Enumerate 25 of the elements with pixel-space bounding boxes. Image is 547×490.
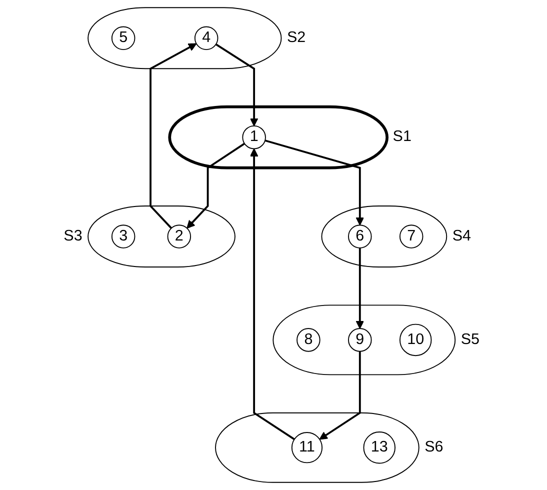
arrow <box>215 43 258 126</box>
node-circle: 13 <box>363 431 396 464</box>
node-circle: 9 <box>348 328 372 352</box>
node-label: S5 <box>460 331 480 348</box>
node-label: S3 <box>64 228 82 244</box>
node-circle: 6 <box>348 224 372 248</box>
node-circle: 8 <box>296 328 320 352</box>
node-circle: 1 <box>242 125 266 150</box>
node-circle: 4 <box>194 26 218 50</box>
arrow <box>356 248 364 329</box>
arrow <box>250 148 295 440</box>
node-label: S6 <box>424 439 444 456</box>
node-label: S2 <box>286 30 306 46</box>
node-circle: 7 <box>399 224 424 248</box>
node-circle: 3 <box>111 224 136 248</box>
node-circle: 2 <box>167 224 192 248</box>
arrow <box>319 351 361 440</box>
node-circle: 11 <box>291 432 323 464</box>
node-label: S1 <box>392 128 412 145</box>
arrow <box>264 140 364 226</box>
node-circle: 10 <box>399 324 432 356</box>
node-label: S4 <box>452 228 472 244</box>
node-circle: 5 <box>111 26 136 50</box>
arrow <box>186 142 246 229</box>
arrow <box>150 43 197 229</box>
